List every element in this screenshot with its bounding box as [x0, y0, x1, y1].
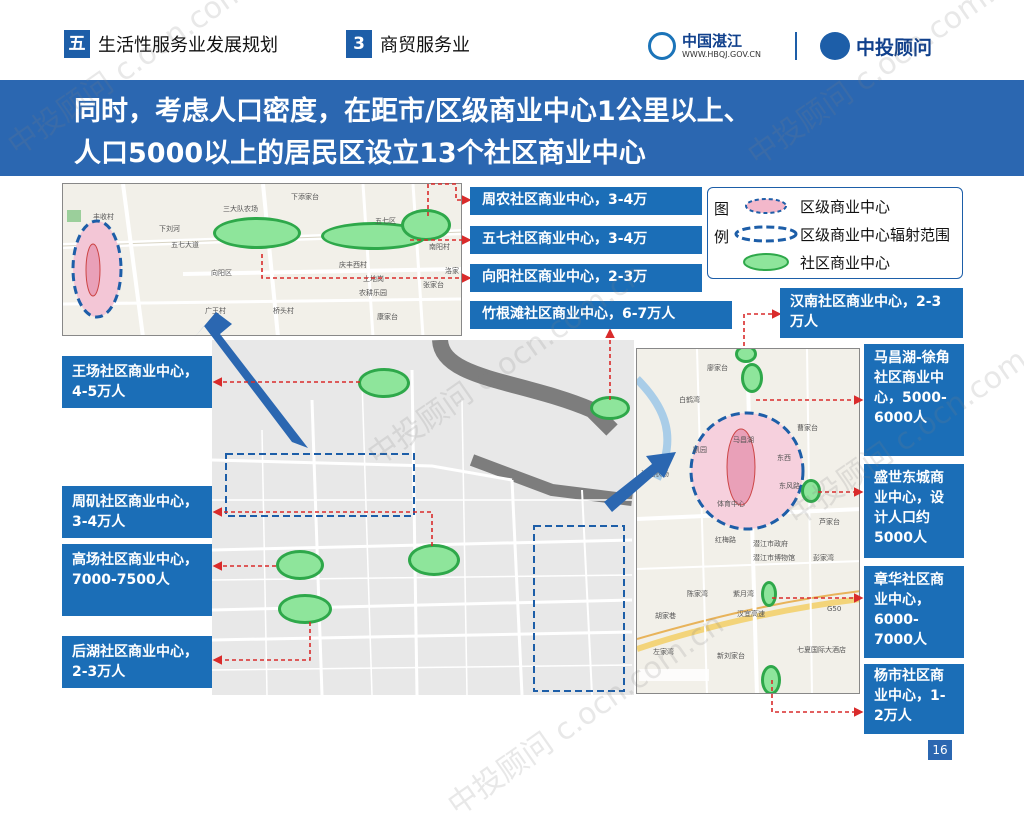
right-map-label: 左家湾	[653, 648, 674, 656]
logo1-name: 中国湛江	[682, 32, 743, 50]
zhanjiang-logo: 中国湛江 WWW.HBQJ.GOV.CN	[648, 30, 768, 62]
annotation-machanghu: 马昌湖-徐角社区商业中心，5000-6000人	[864, 344, 964, 456]
legend-symbols	[734, 198, 798, 271]
top-map-label: 土地岗	[363, 275, 384, 283]
title-line-2: 人口5000以上的居民区设立13个社区商业中心	[74, 138, 646, 169]
top-inset-map: 丰收村 下刘河 三大队农场 下添家台 五七区 五七大道 向阳区 庆丰西村 农耕乐…	[62, 183, 462, 336]
right-map-label: 江北农场	[641, 470, 669, 478]
right-map-label: 东西	[777, 454, 791, 462]
right-map-label: 东风路	[779, 482, 800, 490]
right-map-label: 廖家台	[707, 364, 728, 372]
annotation-shengshi: 盛世东城商业中心，设计人口约5000人	[864, 464, 964, 558]
top-map-community-center-3	[401, 209, 451, 241]
top-map-label: 农耕乐园	[359, 289, 387, 297]
right-map-community-zhanghua	[761, 581, 777, 607]
top-map-label: 五七大道	[171, 241, 199, 249]
top-inset-map-roads	[63, 184, 461, 335]
title-banner: 同时，考虑人口密度，在距市/区级商业中心1公里以上、 人口5000以上的居民区设…	[0, 80, 1024, 176]
legend-item-community-center: 社区商业中心	[800, 254, 891, 272]
ocn-logo: 中投顾问	[820, 30, 960, 62]
top-map-label: 张家台	[423, 281, 444, 289]
top-map-label: 广王村	[205, 307, 226, 315]
right-map-label: 潜江市政府	[753, 540, 788, 548]
top-map-label: 下添家台	[291, 193, 319, 201]
annotation-xiangyang: 向阳社区商业中心，2-3万	[470, 264, 702, 292]
subsection-title: 商贸服务业	[380, 35, 470, 56]
top-map-label: 丰收村	[93, 213, 114, 221]
top-map-label: 三大队农场	[223, 205, 258, 213]
main-map-roads	[212, 340, 634, 695]
right-map-label: 潜江市博物馆	[753, 554, 795, 562]
right-map-label: 紫月湾	[733, 590, 754, 598]
top-map-label: 桥头村	[273, 307, 294, 315]
connector-hannan	[743, 309, 782, 346]
right-map-label: 芦家台	[819, 518, 840, 526]
right-map-label: 凯园	[693, 446, 707, 454]
annotation-zhugentan: 竹根滩社区商业中心，6-7万人	[470, 301, 732, 329]
main-map-community-zhouji	[408, 544, 460, 576]
legend-side-char-2: 例	[714, 228, 730, 246]
section-number-badge: 五	[64, 30, 90, 58]
right-map-label: 彭家湾	[813, 554, 834, 562]
annotation-hannan: 汉南社区商业中心，2-3万人	[780, 288, 963, 338]
right-map-label: 陈家湾	[687, 590, 708, 598]
right-map-community-machanghu	[741, 363, 763, 393]
top-map-label: 下刘河	[159, 225, 180, 233]
annotation-wuqi: 五七社区商业中心，3-4万	[470, 226, 702, 254]
right-map-label: 马昌湖	[733, 436, 754, 444]
right-map-label: 汉宜高速	[737, 610, 765, 618]
header: 五 生活性服务业发展规划 3 商贸服务业 中国湛江 WWW.HBQJ.GOV.C…	[0, 0, 1024, 80]
top-map-label: 南阳村	[429, 243, 450, 251]
right-map-community-yangshi	[761, 665, 781, 693]
legend: 图 例 区级商业中心 区级商业中心辐射范围 社区商业中心	[707, 187, 963, 279]
logo1-url: WWW.HBQJ.GOV.CN	[682, 50, 761, 59]
main-map-community-wangchang	[358, 368, 410, 398]
logo2-name: 中投顾问	[856, 37, 933, 59]
right-map-label: 胡家巷	[655, 612, 676, 620]
right-map-label: 新刘家台	[717, 652, 745, 660]
subsection-number-badge: 3	[346, 30, 372, 58]
right-map-label: 曹家台	[797, 424, 818, 432]
section-title: 生活性服务业发展规划	[98, 35, 278, 56]
annotation-gaochang: 高场社区商业中心，7000-7500人	[62, 544, 212, 616]
annotation-wangchang: 王场社区商业中心，4-5万人	[62, 356, 212, 408]
ocn-logo-icon	[820, 32, 850, 60]
header-divider	[795, 32, 797, 60]
top-map-label: 向阳区	[211, 269, 232, 277]
top-map-label: 五七区	[375, 217, 396, 225]
annotation-zhanghua: 章华社区商业中心，6000-7000人	[864, 566, 964, 658]
main-map-community-houhu	[278, 594, 332, 624]
top-map-label: 康家台	[377, 313, 398, 321]
right-map-label: G50	[827, 605, 842, 613]
main-map-community-zhugentan	[590, 396, 630, 420]
right-map-label: 红梅路	[715, 536, 736, 544]
annotation-houhu: 后湖社区商业中心，2-3万人	[62, 636, 212, 688]
right-map-label: 体育中心	[717, 500, 745, 508]
main-city-map	[212, 340, 634, 695]
annotation-zhounong: 周农社区商业中心，3-4万	[470, 187, 702, 215]
right-map-label: 白鹤湾	[679, 396, 700, 404]
annotation-yangshi: 杨市社区商业中心，1-2万人	[864, 664, 964, 734]
right-inset-map: 廖家台 白鹤湾 马昌湖 东西 曹家台 凯园 体育中心 东风路 江北农场 芦家台 …	[636, 348, 860, 694]
legend-side-char-1: 图	[714, 200, 730, 218]
right-map-community-hannan	[735, 349, 757, 363]
legend-item-district-radius: 区级商业中心辐射范围	[800, 226, 951, 244]
right-map-label: 七夏国际大酒店	[797, 646, 846, 654]
top-map-label: 庆丰西村	[339, 261, 367, 269]
globe-icon	[648, 32, 676, 60]
legend-item-district-center: 区级商业中心	[800, 198, 891, 216]
main-map-community-gaochang	[276, 550, 324, 580]
page-number: 16	[928, 740, 952, 760]
right-map-community-shengshi	[801, 479, 821, 503]
top-map-community-center-1	[213, 217, 301, 249]
title-line-1: 同时，考虑人口密度，在距市/区级商业中心1公里以上、	[74, 96, 751, 127]
top-map-label: 洛家	[445, 267, 459, 275]
annotation-zhouji: 周矶社区商业中心，3-4万人	[62, 486, 212, 538]
